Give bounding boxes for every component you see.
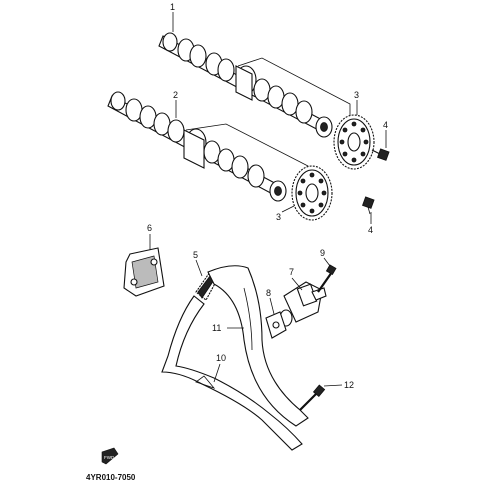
callout-8: 8	[266, 288, 271, 298]
chain-guide-10	[161, 295, 303, 451]
callout-11: 11	[212, 323, 221, 333]
diagram-code: 4YR010-7050	[86, 473, 136, 482]
leader-12	[323, 384, 343, 387]
fwd-label: FWD	[104, 455, 115, 460]
callout-7: 7	[289, 267, 294, 277]
cam-sprocket-3-upper	[333, 114, 375, 170]
cam-sprocket-3-lower	[291, 165, 333, 221]
callout-10: 10	[216, 353, 226, 363]
tensioner-bolt-9	[317, 264, 337, 293]
callout-4b: 4	[368, 225, 373, 235]
leader-5	[195, 259, 203, 277]
callout-4a: 4	[383, 120, 388, 130]
sprocket-bolt-4-upper	[371, 148, 390, 161]
guide-bolt-12	[299, 384, 326, 411]
leader-10	[213, 363, 221, 383]
callout-5: 5	[193, 250, 198, 260]
callout-12: 12	[344, 380, 354, 390]
chain-guide-11	[207, 265, 309, 427]
sprocket-bolt-4-lower	[362, 196, 375, 215]
callout-6: 6	[147, 223, 152, 233]
fwd-arrow-icon: FWD	[101, 447, 119, 465]
tensioner-gasket-8	[265, 311, 287, 339]
callout-3a: 3	[354, 90, 359, 100]
callout-3b: 3	[276, 212, 281, 222]
leader-7	[291, 277, 303, 291]
camshaft-2	[107, 91, 287, 202]
chain-tensioner-7	[279, 281, 327, 327]
chain-guide-bracket-6	[123, 247, 165, 297]
leader-8	[269, 297, 275, 315]
leader-9	[323, 257, 331, 267]
callout-1: 1	[170, 2, 175, 12]
camshaft-1	[158, 32, 333, 138]
callout-2: 2	[173, 90, 178, 100]
callout-9: 9	[320, 248, 325, 258]
leader-3b	[281, 205, 295, 213]
